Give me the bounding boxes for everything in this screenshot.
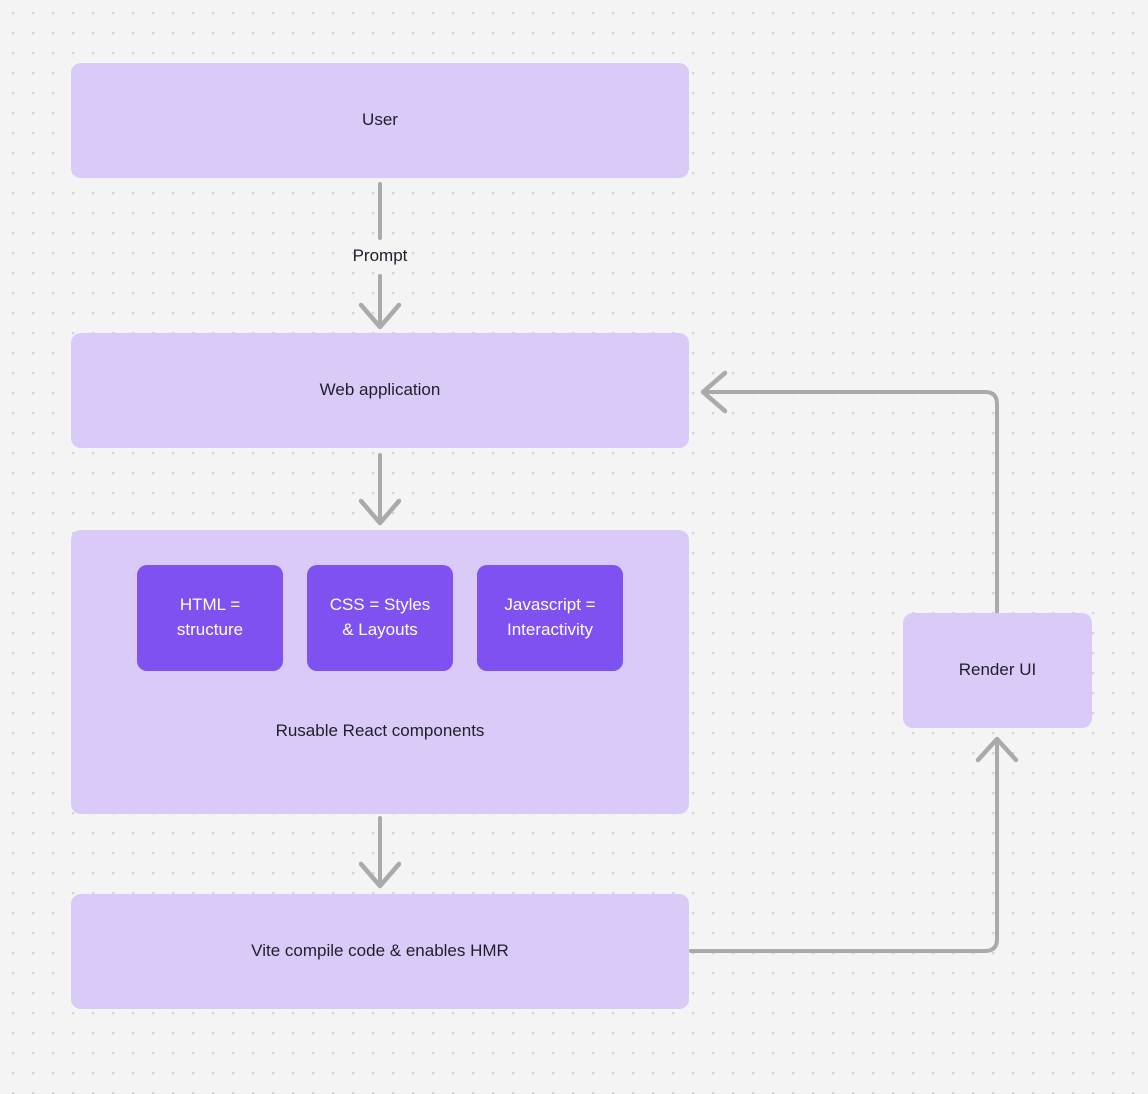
node-web-application-label: Web application [319,380,441,400]
node-vite-label: Vite compile code & enables HMR [251,941,509,961]
node-javascript[interactable]: Javascript = Interactivity [477,565,623,671]
node-render-ui-label: Render UI [958,660,1037,680]
node-javascript-label-line2: Interactivity [507,620,593,639]
node-web-application[interactable]: Web application [71,333,689,448]
node-vite[interactable]: Vite compile code & enables HMR [71,894,689,1009]
edge-web-to-components-arrowhead [358,498,402,526]
edge-user-to-web-arrowhead [358,302,402,330]
node-css-label-line1: CSS = Styles [329,595,431,615]
edge-components-to-vite-arrowhead [358,861,402,889]
edge-render-to-web-arrowhead [700,370,728,414]
node-html[interactable]: HTML = structure [137,565,283,671]
edge-render-to-web-elbow [706,390,999,614]
node-javascript-label-line1: Javascript = [504,595,596,615]
edge-label-prompt: Prompt [352,246,408,265]
node-render-ui[interactable]: Render UI [903,613,1092,728]
edge-vite-to-render-arrowhead [975,736,1019,763]
node-user-label: User [362,110,398,130]
node-components-group-label: Rusable React components [275,721,485,740]
node-css[interactable]: CSS = Styles & Layouts [307,565,453,671]
node-css-label-line2: & Layouts [342,620,418,639]
edge-vite-to-render-elbow [689,740,999,953]
node-html-label-line1: HTML = [179,595,241,615]
node-user[interactable]: User [71,63,689,178]
node-html-label-line2: structure [176,620,244,639]
node-components-group[interactable]: HTML = structure CSS = Styles & Layouts … [71,530,689,814]
